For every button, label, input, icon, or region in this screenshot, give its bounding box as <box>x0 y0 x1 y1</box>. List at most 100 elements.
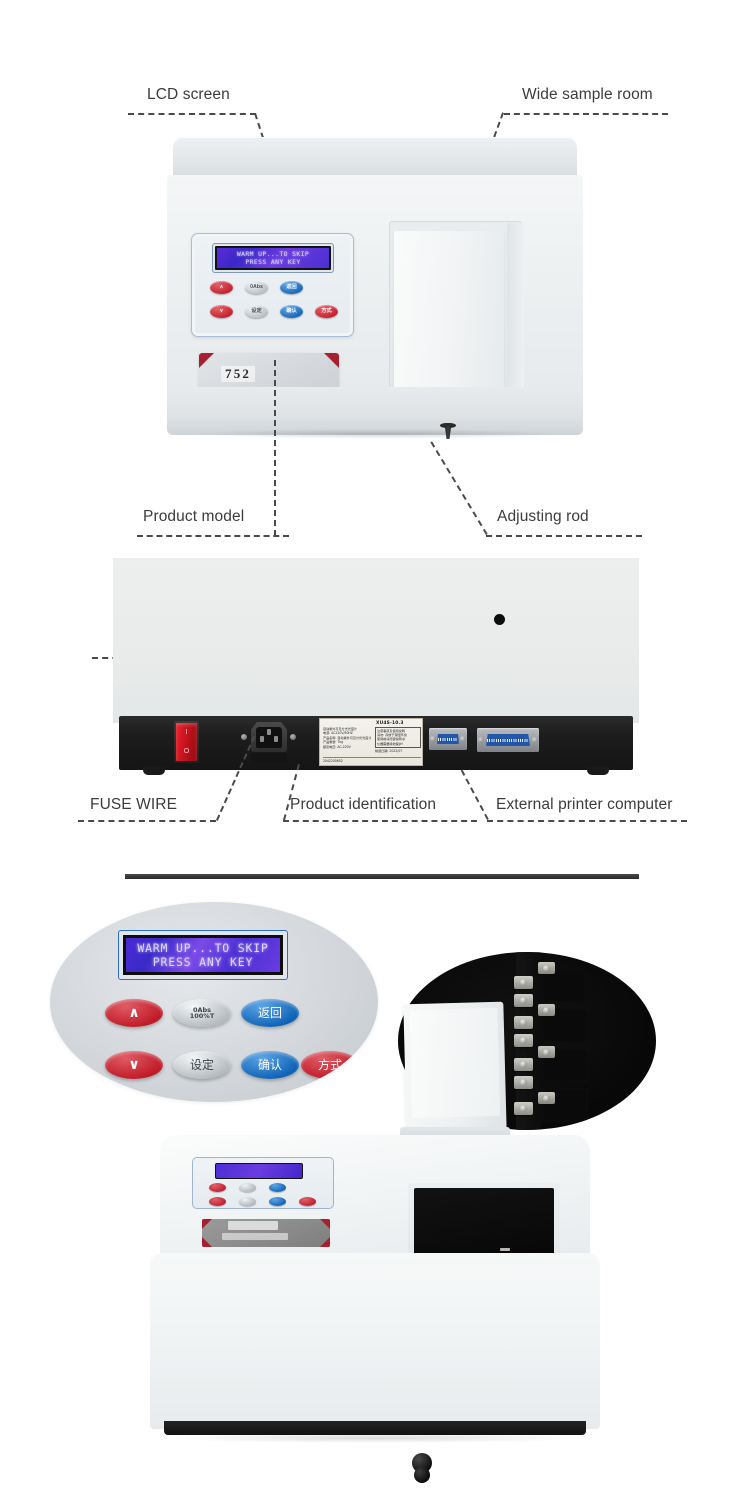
detail-key-down[interactable]: ∨ <box>105 1051 163 1079</box>
key-up[interactable]: ∧ <box>210 281 233 294</box>
iec-pin-1-icon <box>260 736 264 742</box>
label-power: 电源: AC220V/50HZ <box>323 731 353 736</box>
unit-front-face: WARM UP...TO SKIP PRESS ANY KEY ∧ 0Abs 返… <box>167 175 583 435</box>
label-serial: 2042200652 <box>323 758 343 763</box>
product-identification-label: XU4S-10.3 自动紫外可见分光光度计 电源: AC220V/50HZ 产品… <box>319 718 423 766</box>
label-warn-3: 使用前请阅读说明书 <box>377 737 405 742</box>
spectrophotometer-front: WARM UP...TO SKIP PRESS ANY KEY ∧ 0Abs 返… <box>167 137 583 439</box>
detail-key-zero-abs-label-1: 0Abs <box>192 1005 212 1014</box>
switch-on-mark-icon: I <box>185 728 188 736</box>
rear-strip-lip <box>125 874 639 879</box>
open-keypad <box>205 1183 327 1207</box>
cuvette-slot-1 <box>542 970 586 1002</box>
model-number: 752 <box>221 366 256 382</box>
db25-core <box>486 734 530 746</box>
printer-port-db25[interactable] <box>477 728 539 752</box>
detail-key-set[interactable]: 设定 <box>173 1051 231 1079</box>
serial-port-db9[interactable] <box>429 728 467 750</box>
cuvette-clip-2-icon <box>514 994 533 1007</box>
callout-fuse-wire: FUSE WIRE <box>90 796 178 813</box>
label-left-column: 自动紫外可见分光光度计 电源: AC220V/50HZ 产品名称: 自动紫外可见… <box>323 727 371 749</box>
label-bottom-row: 2042200652 <box>323 756 421 763</box>
callout-product-identification: Product identification <box>290 796 437 813</box>
iec-pin-2-icon <box>274 736 278 742</box>
db9-core <box>437 734 459 744</box>
adjusting-rod[interactable] <box>440 423 456 441</box>
detail-keypad: ∧ 0Abs 100%T 返回 ∨ 设定 确认 <box>105 999 359 1085</box>
db9-screw-right-icon <box>460 736 466 742</box>
open-sample-lid[interactable] <box>403 1001 507 1135</box>
db25-screw-left-icon <box>478 737 484 743</box>
detail-key-return-label: 返回 <box>257 1006 282 1020</box>
detail-key-zero-abs[interactable]: 0Abs 100%T <box>173 999 231 1027</box>
lcd-text-line-2: PRESS ANY KEY <box>245 258 301 266</box>
open-sticker-corner-tr-icon <box>320 1219 330 1229</box>
open-sticker-corner-br-icon <box>320 1237 330 1247</box>
fuse-wire-holder[interactable] <box>251 753 287 762</box>
open-key-mode[interactable] <box>299 1197 316 1206</box>
detail-key-return[interactable]: 返回 <box>241 999 299 1027</box>
key-mode[interactable]: 方式 <box>315 305 338 318</box>
open-model-sticker <box>202 1219 330 1247</box>
open-sticker-model-strip <box>228 1221 278 1230</box>
open-key-up[interactable] <box>209 1183 226 1192</box>
db9-screw-left-icon <box>430 736 436 742</box>
key-confirm[interactable]: 确认 <box>280 305 303 318</box>
label-warn-4: 仪器需要接地保护! <box>377 741 403 746</box>
detail-lcd-bezel: WARM UP...TO SKIP PRESS ANY KEY <box>118 930 288 980</box>
open-key-set[interactable] <box>239 1197 256 1206</box>
label-right-column: 注意事项及使用说明 请勿: 存放于潮湿环境 使用前请阅读说明书 仪器需要接地保护… <box>375 727 421 753</box>
rear-body-shell <box>113 558 639 723</box>
leader-model-v <box>274 360 276 536</box>
iec-inlet[interactable] <box>251 722 287 752</box>
key-return[interactable]: 返回 <box>280 281 303 294</box>
label-voltage: 额定电压: AC-220V <box>323 744 351 749</box>
callout-adjusting-rod: Adjusting rod <box>497 508 589 525</box>
detail-key-confirm[interactable]: 确认 <box>241 1051 299 1079</box>
rear-foot-left <box>143 767 165 775</box>
db9-shell <box>429 728 467 750</box>
detail-key-mode[interactable]: 方式 <box>301 1051 359 1079</box>
label-name: 产品名称: 自动紫外可见分光光度计 <box>323 735 371 740</box>
leader-lcd-h <box>128 113 256 115</box>
cuvette-clip-1-icon <box>514 976 533 989</box>
control-panel: WARM UP...TO SKIP PRESS ANY KEY ∧ 0Abs 返… <box>191 233 354 337</box>
db9-pins-icon <box>437 737 459 741</box>
detail-key-set-label: 设定 <box>189 1058 214 1072</box>
keypad-detail-oval: WARM UP...TO SKIP PRESS ANY KEY ∧ 0Abs 1… <box>50 902 378 1102</box>
key-set[interactable]: 设定 <box>245 305 268 318</box>
open-control-panel <box>192 1157 334 1209</box>
detail-key-up[interactable]: ∧ <box>105 999 163 1027</box>
detail-key-up-label: ∧ <box>128 1005 140 1021</box>
db25-pins-icon <box>487 738 529 742</box>
leader-model-h <box>137 535 289 537</box>
open-sample-lid-inner <box>409 1007 501 1119</box>
power-switch-rocker[interactable]: I O <box>176 723 197 761</box>
iec-pin-earth-icon <box>267 729 271 735</box>
front-view-section: LCD screen Wide sample room WARM UP...TO… <box>0 0 750 550</box>
cuvette-clip-5-icon <box>514 1058 533 1071</box>
open-key-return[interactable] <box>269 1183 286 1192</box>
open-key-down[interactable] <box>209 1197 226 1206</box>
detail-lcd-line-2: PRESS ANY KEY <box>152 955 254 969</box>
power-interface[interactable] <box>241 722 296 762</box>
cuvette-holder-2-icon <box>538 1004 555 1016</box>
detail-lcd-screen: WARM UP...TO SKIP PRESS ANY KEY <box>123 935 283 975</box>
open-sticker-desc-strip <box>222 1233 288 1240</box>
key-down[interactable]: ∨ <box>210 305 233 318</box>
open-key-confirm[interactable] <box>269 1197 286 1206</box>
callout-external-printer-computer: External printer computer <box>496 796 673 813</box>
label-date-made: 制造日期: 2022/07 <box>375 748 403 753</box>
power-switch[interactable]: I O <box>174 721 199 763</box>
detail-key-confirm-label: 确认 <box>257 1058 282 1072</box>
open-key-zero-abs[interactable] <box>239 1183 256 1192</box>
db25-screw-right-icon <box>532 737 538 743</box>
key-zero-abs[interactable]: 0Abs <box>245 281 268 294</box>
rear-connector-strip: I O <box>119 716 639 879</box>
open-adjusting-knob[interactable] <box>412 1453 432 1483</box>
iec-inlet-cavity <box>256 727 282 748</box>
rear-view-section: Power switch Power interface I O <box>0 550 750 879</box>
cuvette-clip-6-icon <box>514 1076 533 1089</box>
label-model-code: XU4S-10.3 <box>376 721 404 726</box>
